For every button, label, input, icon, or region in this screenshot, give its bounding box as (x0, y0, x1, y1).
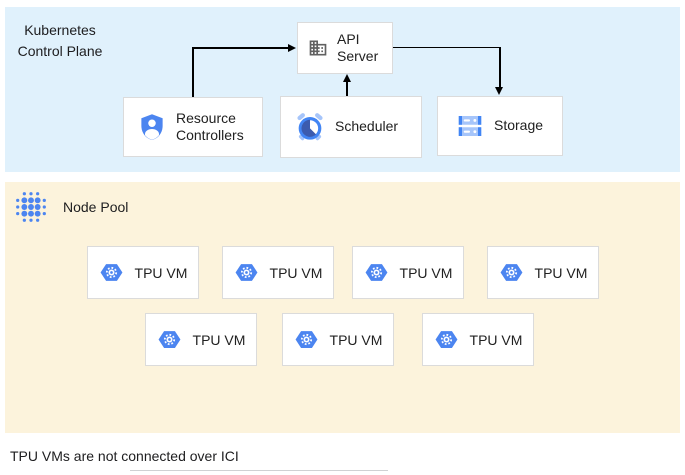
resource-controllers-box: Resource Controllers (123, 97, 263, 157)
storage-disks-icon (455, 111, 485, 141)
diagram-caption: TPU VMs are not connected over ICI (10, 448, 239, 464)
node-pool-header: Node Pool (12, 188, 128, 226)
tpu-vm-label: TPU VM (399, 264, 453, 281)
building-icon (308, 38, 328, 58)
arrowhead-into-storage-top (495, 87, 504, 95)
node-pool-label: Node Pool (63, 199, 129, 215)
edge-api-to-storage-horizontal (393, 46, 500, 48)
shield-user-icon (137, 112, 167, 142)
scheduler-box: Scheduler (280, 96, 422, 158)
api-server-label: API Server (337, 30, 379, 65)
tpu-vm-box-6: TPU VM (282, 313, 394, 366)
tpu-vm-label: TPU VM (192, 331, 246, 348)
edge-scheduler-to-api-vertical (346, 81, 348, 96)
tpu-vm-box-2: TPU VM (222, 246, 334, 299)
node-pool-region (5, 182, 680, 433)
api-server-box: API Server (297, 22, 393, 74)
storage-box: Storage (437, 96, 563, 156)
tpu-hexagon-gear-icon (294, 328, 319, 351)
dot-cluster-icon (12, 188, 50, 226)
arrowhead-into-api-bottom (342, 74, 351, 82)
alarm-clock-icon (294, 111, 326, 143)
tpu-hexagon-gear-icon (99, 261, 124, 284)
tpu-vm-label: TPU VM (269, 264, 323, 281)
edge-resource-controllers-to-api-horizontal (192, 47, 289, 49)
tpu-vm-box-5: TPU VM (145, 313, 257, 366)
scheduler-label: Scheduler (335, 118, 399, 135)
storage-label: Storage (494, 117, 544, 134)
tpu-hexagon-gear-icon (157, 328, 182, 351)
tpu-vm-box-7: TPU VM (422, 313, 534, 366)
tpu-hexagon-gear-icon (234, 261, 259, 284)
control-plane-label-line1: Kubernetes (24, 22, 96, 38)
tpu-hexagon-gear-icon (499, 261, 524, 284)
arrowhead-into-api-left (288, 43, 296, 52)
bottom-hairline (130, 470, 388, 471)
tpu-vm-label: TPU VM (329, 331, 383, 348)
tpu-vm-box-3: TPU VM (352, 246, 464, 299)
tpu-vm-label: TPU VM (469, 331, 523, 348)
resource-controllers-label: Resource Controllers (176, 109, 244, 144)
tpu-vm-label: TPU VM (134, 264, 188, 281)
control-plane-label: Kubernetes Control Plane (8, 20, 112, 62)
edge-resource-controllers-to-api-vertical (192, 48, 194, 97)
tpu-hexagon-gear-icon (434, 328, 459, 351)
tpu-hexagon-gear-icon (364, 261, 389, 284)
tpu-vm-label: TPU VM (534, 264, 588, 281)
control-plane-label-line2: Control Plane (17, 43, 103, 59)
edge-api-to-storage-vertical (499, 46, 501, 88)
tpu-vm-box-1: TPU VM (87, 246, 199, 299)
tpu-vm-box-4: TPU VM (487, 246, 599, 299)
